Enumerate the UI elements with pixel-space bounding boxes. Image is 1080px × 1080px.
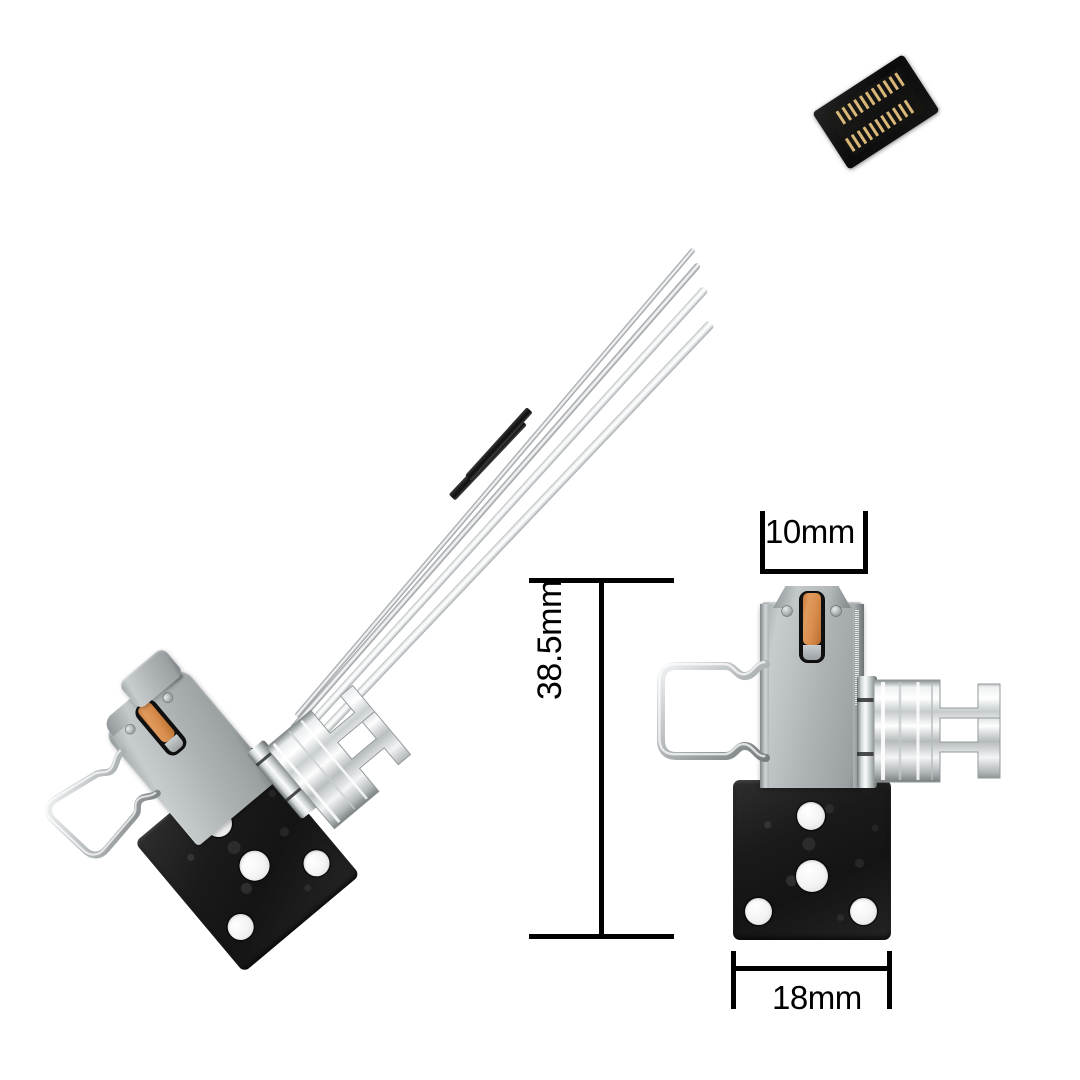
latch-slot-right [799, 591, 825, 663]
dimension-bottom-width-left-tick [731, 951, 736, 1009]
dimension-height-label: 38.5mm [531, 580, 569, 700]
latch-rivet-right-2 [831, 606, 841, 616]
base-plate-hole [850, 898, 877, 925]
dimension-top-width-line [760, 569, 868, 574]
latch-rivet-right-1 [782, 606, 792, 616]
dimension-top-width-left-tick [760, 511, 765, 574]
hinge-band [857, 698, 877, 702]
fork-clip-left [262, 674, 421, 833]
wire-bail-right [657, 648, 770, 774]
base-plate-hole [298, 844, 335, 882]
latch-slot-copper-right [803, 593, 821, 645]
cable-tube-3 [289, 262, 702, 731]
base-plate-right [733, 780, 891, 940]
base-plate-hole [222, 908, 260, 946]
fork-clip-right [873, 678, 1004, 784]
dimension-bottom-width-label: 18mm [772, 979, 862, 1016]
wire-bail-left [28, 730, 182, 883]
hinge-band [857, 752, 877, 756]
latch-slot-tip-right [803, 645, 821, 660]
dimension-bottom-width-right-tick [887, 951, 892, 1009]
base-plate-hole [797, 802, 825, 830]
hinge-barrel-right [857, 676, 877, 788]
dimension-top-width-label: 10mm [765, 513, 855, 550]
latch-knurl-strip [855, 610, 859, 706]
dimension-height-line [599, 578, 604, 939]
base-plate-hole [745, 898, 772, 925]
base-plate-hole [233, 844, 276, 887]
cable-tube-4 [294, 247, 696, 719]
dimension-bottom-width-line [731, 966, 892, 971]
dimension-top-width-right-tick [863, 511, 868, 574]
base-plate-hole [796, 860, 828, 892]
latch-edge-highlight-left [760, 604, 769, 788]
